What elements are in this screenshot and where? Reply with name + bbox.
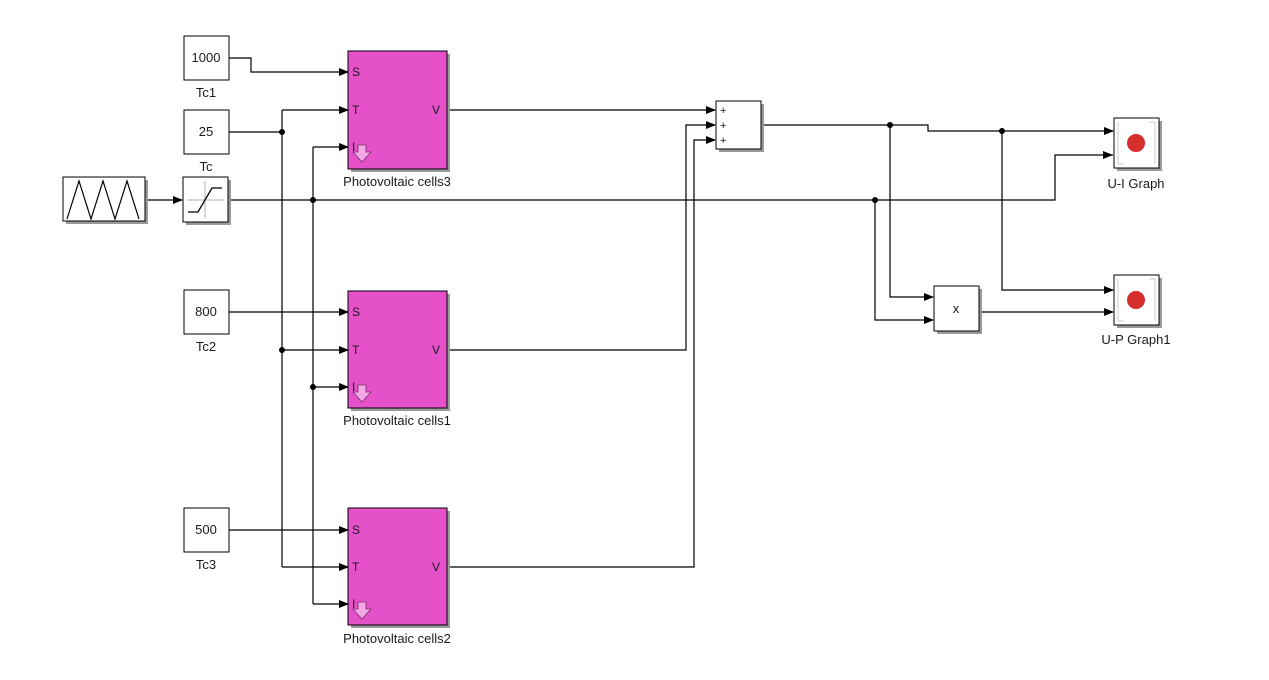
pv-block-cells1[interactable]: S T I V Photovoltaic cells1	[343, 290, 451, 428]
port-label-s: S	[352, 523, 360, 537]
constant-block-tc1[interactable]: 1000 Tc1	[183, 35, 230, 100]
junction-dot	[310, 197, 316, 203]
record-dot-icon	[1127, 134, 1145, 152]
constant-value: 800	[195, 304, 217, 319]
sum-block[interactable]: + + +	[715, 100, 764, 152]
junction-dots	[279, 122, 1005, 390]
mask-arrow-icon	[352, 144, 372, 163]
wire-voltage-to-product[interactable]	[889, 125, 934, 301]
block-name-label: Tc3	[196, 557, 216, 572]
wire-sum-out[interactable]	[762, 124, 1114, 135]
scope-block-ui-graph[interactable]: U-I Graph	[1107, 117, 1165, 191]
sum-sign: +	[720, 135, 726, 147]
block-name-label: Tc2	[196, 339, 216, 354]
block-name-label: Tc1	[196, 85, 216, 100]
saturation-block[interactable]	[182, 176, 231, 225]
mask-arrow-icon	[352, 384, 372, 403]
wire-pv2-v-to-sum[interactable]	[447, 136, 716, 568]
wire-voltage-to-up[interactable]	[1001, 131, 1114, 294]
port-label-v: V	[432, 560, 440, 574]
signal-lines	[147, 57, 1114, 608]
block-name-label: U-P Graph1	[1101, 332, 1170, 347]
triangle-wave-icon	[66, 179, 140, 221]
block-name-label: Photovoltaic cells1	[343, 413, 451, 428]
product-symbol: x	[953, 301, 960, 316]
port-label-s: S	[352, 305, 360, 319]
arrow-ui-in2	[1103, 151, 1113, 159]
pv-block-cells3[interactable]: S T I V Photovoltaic cells3	[343, 50, 451, 189]
junction-dot	[279, 129, 285, 135]
port-label-v: V	[432, 103, 440, 117]
junction-dot	[999, 128, 1005, 134]
constant-value: 500	[195, 522, 217, 537]
constant-block-tc3[interactable]: 500 Tc3	[183, 507, 230, 572]
constant-block-tc[interactable]: 25 Tc	[183, 109, 230, 174]
block-name-label: Photovoltaic cells2	[343, 631, 451, 646]
sum-sign: +	[720, 105, 726, 117]
wire-current-to-product[interactable]	[874, 200, 934, 324]
port-label-i: I	[352, 140, 355, 154]
scope-block-up-graph[interactable]: U-P Graph1	[1101, 274, 1171, 347]
sum-sign: +	[720, 120, 726, 132]
junction-dot	[279, 347, 285, 353]
port-label-v: V	[432, 343, 440, 357]
constant-block-tc2[interactable]: 800 Tc2	[183, 289, 230, 354]
port-label-i: I	[352, 380, 355, 394]
constant-value: 1000	[192, 50, 221, 65]
block-name-label: Tc	[200, 159, 214, 174]
wire-current-main[interactable]	[229, 154, 1113, 201]
triangle-wave-source-block[interactable]	[62, 176, 148, 224]
port-label-i: I	[352, 597, 355, 611]
block-name-label: U-I Graph	[1107, 176, 1164, 191]
pv-block-cells2[interactable]: S T I V Photovoltaic cells2	[343, 507, 451, 646]
constant-value: 25	[199, 124, 213, 139]
block-name-label: Photovoltaic cells3	[343, 174, 451, 189]
junction-dot	[310, 384, 316, 390]
mask-arrow-icon	[352, 601, 372, 620]
junction-dot	[872, 197, 878, 203]
port-label-t: T	[352, 343, 360, 357]
junction-dot	[887, 122, 893, 128]
wire-tc1-to-pv3-s[interactable]	[229, 57, 349, 76]
saturation-icon	[188, 187, 222, 213]
product-block[interactable]: x	[933, 285, 982, 334]
wire-pv1-v-to-sum[interactable]	[447, 121, 716, 351]
port-label-s: S	[352, 65, 360, 79]
record-dot-icon	[1127, 291, 1145, 309]
port-label-t: T	[352, 103, 360, 117]
port-label-t: T	[352, 560, 360, 574]
